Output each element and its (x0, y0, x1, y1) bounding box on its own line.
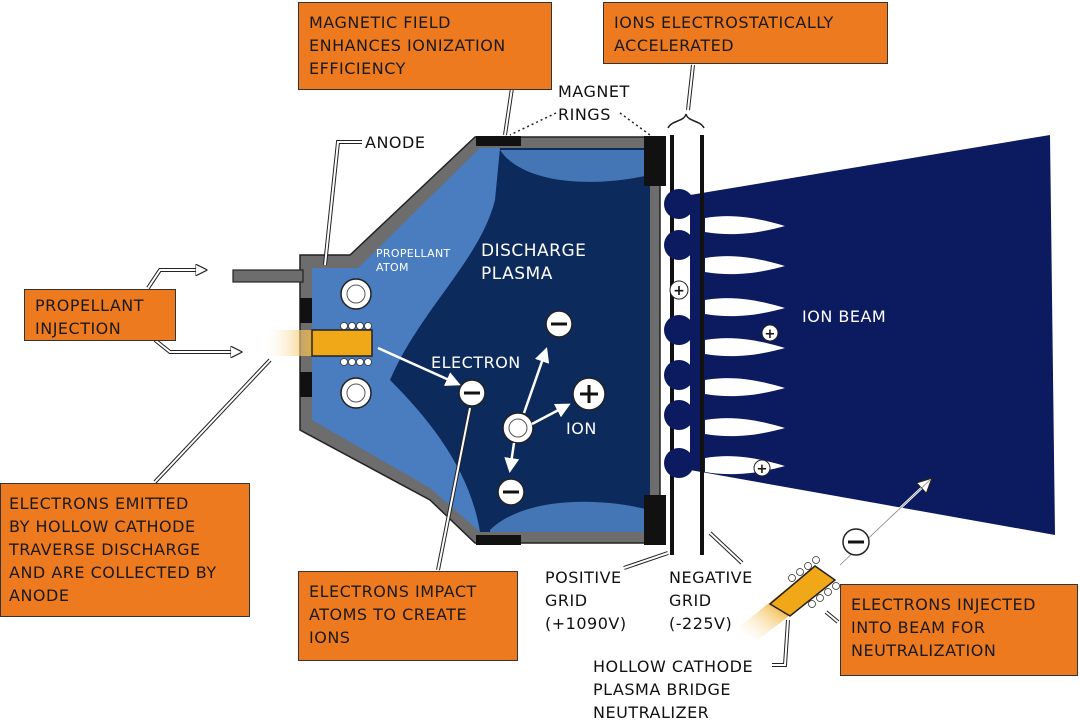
magnet-ring-right-top (644, 136, 666, 186)
label-line: (+1090V) (545, 614, 627, 633)
callout-line: PROPELLANT (35, 296, 144, 315)
beam-ions: + + + (669, 280, 779, 477)
label-line: POSITIVE (545, 568, 622, 587)
label-ion: ION (566, 419, 597, 438)
callout-line: BY HOLLOW CATHODE (9, 517, 196, 536)
callout-line: AND ARE COLLECTED BY (9, 563, 217, 582)
propellant-feed-pipe (232, 269, 304, 283)
callout-line: TRAVERSE DISCHARGE (9, 540, 201, 559)
callout-electrons-injected: ELECTRONS INJECTED INTO BEAM FOR NEUTRAL… (840, 584, 1078, 676)
grid-apertures (664, 189, 694, 478)
label-electron: ELECTRON (431, 353, 521, 372)
label-line: DISCHARGE (481, 241, 587, 261)
magnet-ring-bottom (476, 535, 521, 545)
callout-line: EFFICIENCY (309, 59, 406, 78)
ion-symbol (572, 377, 606, 411)
electron-symbol-up (545, 310, 573, 338)
label-line: GRID (545, 591, 588, 610)
leader-lines (146, 64, 840, 667)
callout-line: ANODE (9, 586, 70, 605)
electron-symbol-down (497, 478, 525, 506)
label-line: RINGS (558, 105, 611, 124)
label-ion-beam: ION BEAM (802, 307, 887, 326)
neutralizer-cathode (738, 556, 840, 640)
cathode-electron-dots (340, 322, 372, 366)
magnetic-cusp-top (500, 150, 650, 182)
label-line: ATOM (376, 261, 409, 274)
svg-text:+: + (765, 327, 776, 342)
label-propellant-atom: PROPELLANT ATOM (376, 247, 451, 275)
callout-line: INJECTION (35, 319, 122, 338)
grid-brace (667, 113, 705, 129)
label-line: MAGNET (558, 82, 630, 101)
label-line: HOLLOW CATHODE (593, 657, 754, 676)
ion-beam-plume (690, 135, 1055, 535)
callout-propellant-injection: PROPELLANT INJECTION (24, 289, 176, 341)
propellant-atoms (340, 278, 372, 409)
label-line: PLASMA BRIDGE (593, 680, 732, 699)
callout-line: IONS (309, 628, 351, 647)
callout-line: ELECTRONS EMITTED (9, 494, 189, 513)
label-neutralizer: HOLLOW CATHODE PLASMA BRIDGE NEUTRALIZER (593, 655, 753, 724)
callout-line: ELECTRONS INJECTED (851, 595, 1036, 614)
electron-path-arrow (377, 346, 461, 386)
ion-arrow (531, 403, 571, 426)
callout-line: ELECTRONS IMPACT (309, 582, 477, 601)
label-line: NEUTRALIZER (593, 703, 710, 722)
electron-scatter-arrow-down (504, 442, 520, 473)
label-magnet-rings: MAGNET RINGS (558, 80, 630, 126)
callout-line: MAGNETIC FIELD (309, 13, 451, 32)
magnetic-cusp-bottom (490, 501, 650, 532)
label-line: NEGATIVE (669, 568, 753, 587)
callout-line: ACCELERATED (614, 36, 735, 55)
label-positive-grid: POSITIVE GRID (+1090V) (545, 566, 627, 635)
magnet-ring-right-bottom (644, 495, 666, 545)
svg-text:+: + (673, 283, 685, 299)
collision-atom (502, 412, 534, 444)
callout-line: INTO BEAM FOR (851, 618, 986, 637)
magnet-rings-leaders (509, 112, 651, 136)
electron-scatter-arrow-up (522, 347, 550, 414)
callout-line: ATOMS TO CREATE (309, 605, 468, 624)
magnet-ring-top (476, 136, 521, 146)
callout-ions-accelerated: IONS ELECTROSTATICALLY ACCELERATED (603, 2, 888, 64)
label-anode: ANODE (365, 133, 426, 152)
callout-line: IONS ELECTROSTATICALLY (614, 13, 834, 32)
label-line: GRID (669, 591, 712, 610)
cathode-tip (311, 329, 373, 357)
callout-electrons-emitted: ELECTRONS EMITTED BY HOLLOW CATHODE TRAV… (0, 483, 250, 617)
callout-line: NEUTRALIZATION (851, 641, 997, 660)
label-line: PLASMA (481, 264, 553, 284)
callout-magnetic-field: MAGNETIC FIELD ENHANCES IONIZATION EFFIC… (298, 2, 552, 90)
magnet-ring-back-bottom (300, 372, 312, 397)
callout-line: ENHANCES IONIZATION (309, 36, 506, 55)
svg-text:+: + (757, 462, 768, 477)
callout-electrons-impact: ELECTRONS IMPACT ATOMS TO CREATE IONS (298, 571, 518, 661)
label-line: PROPELLANT (376, 247, 451, 260)
electron-symbol-main (458, 379, 486, 407)
label-discharge-plasma: DISCHARGE PLASMA (481, 240, 586, 286)
label-negative-grid: NEGATIVE GRID (-225V) (669, 566, 753, 635)
plasma-core (390, 148, 650, 532)
magnet-ring-back-top (300, 298, 312, 323)
neutralizer-electron-symbol (842, 528, 870, 556)
label-line: (-225V) (669, 614, 733, 633)
